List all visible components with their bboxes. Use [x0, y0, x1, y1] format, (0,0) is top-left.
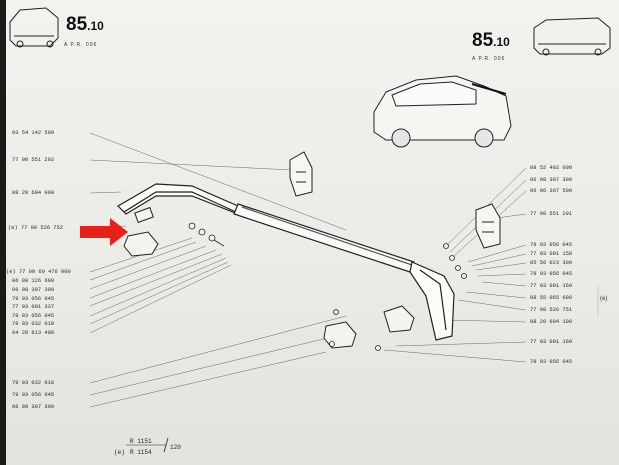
- overrider-right: [475, 203, 501, 249]
- page-number-left: 85.10: [66, 14, 104, 36]
- part-label: (e) 77 00 526 752: [8, 225, 63, 231]
- car-corner-icon: [9, 7, 59, 48]
- part-label: 08 20 604 000: [12, 190, 55, 196]
- bumper-right-corner: [409, 261, 455, 341]
- part-label: 77 03 001 337: [12, 304, 55, 310]
- page-number-sub: .10: [493, 35, 510, 49]
- footer-page: 120: [170, 444, 181, 451]
- part-label: 08 55 065 600: [530, 295, 573, 301]
- bracket-mark: (e): [600, 296, 608, 302]
- part-label: 79 03 056 045: [12, 313, 55, 319]
- part-label: 77 03 001 160: [530, 339, 573, 345]
- part-label: 77 00 526 751: [530, 307, 573, 313]
- bumper-bar: [233, 203, 415, 273]
- footer-mark: (e): [114, 449, 125, 456]
- part-label: 06 08 307 300: [530, 177, 573, 183]
- part-label: 79 03 056 045: [12, 296, 55, 302]
- page-number-main: 85: [472, 30, 494, 51]
- part-label: (e) 77 00 60 476 000: [6, 269, 71, 275]
- part-label: 06 08 307 300: [12, 287, 55, 293]
- car-front-icon: [533, 17, 611, 56]
- bumper-left-corner: [117, 183, 239, 215]
- part-label: 06 06 307 500: [530, 188, 573, 194]
- part-label: 79 03 032 018: [12, 380, 55, 386]
- page-number-main: 85: [66, 14, 88, 35]
- part-label: 77 03 001 160: [530, 283, 573, 289]
- part-label: 77 00 551 291: [530, 211, 573, 217]
- part-label: 06 08 307 300: [12, 404, 55, 410]
- footer-ref2: R 1154: [130, 449, 152, 456]
- fasteners: [188, 222, 467, 351]
- part-label: 79 03 056 045: [530, 242, 573, 248]
- car-side-icon: [373, 75, 512, 148]
- parts-diagram: [9, 7, 611, 453]
- part-label: 77 00 551 292: [12, 157, 55, 163]
- part-label: 79 03 056 045: [12, 392, 55, 398]
- page-number-sub: .10: [87, 19, 104, 33]
- part-label: 03 54 142 500: [12, 130, 55, 136]
- page-number-right: 85.10: [472, 30, 510, 52]
- part-label: 79 03 056 045: [530, 359, 573, 365]
- footer-ref1: R 1151: [130, 438, 152, 445]
- part-label: 04 28 613 400: [12, 330, 55, 336]
- leader-lines-left: [89, 132, 347, 408]
- overrider-left: [289, 151, 313, 197]
- bracket-left: [123, 206, 159, 257]
- part-label: 08 20 604 100: [530, 319, 573, 325]
- red-arrow-icon: [80, 218, 128, 246]
- part-label: 79 03 056 045: [530, 271, 573, 277]
- page-ref-left: A P.R. 005: [64, 42, 98, 48]
- part-label: 05 56 023 300: [530, 260, 573, 266]
- part-label: 79 03 032 018: [12, 321, 55, 327]
- part-label: 06 08 126 600: [12, 278, 55, 284]
- parts-catalog-page: 85.10 A P.R. 005 85.10 A P.R. 005 03 54 …: [6, 0, 619, 465]
- part-label: 77 03 001 158: [530, 251, 573, 257]
- part-label: 08 52 492 000: [530, 165, 573, 171]
- footer-slash: [163, 437, 169, 453]
- page-ref-right: A P.R. 005: [472, 56, 506, 62]
